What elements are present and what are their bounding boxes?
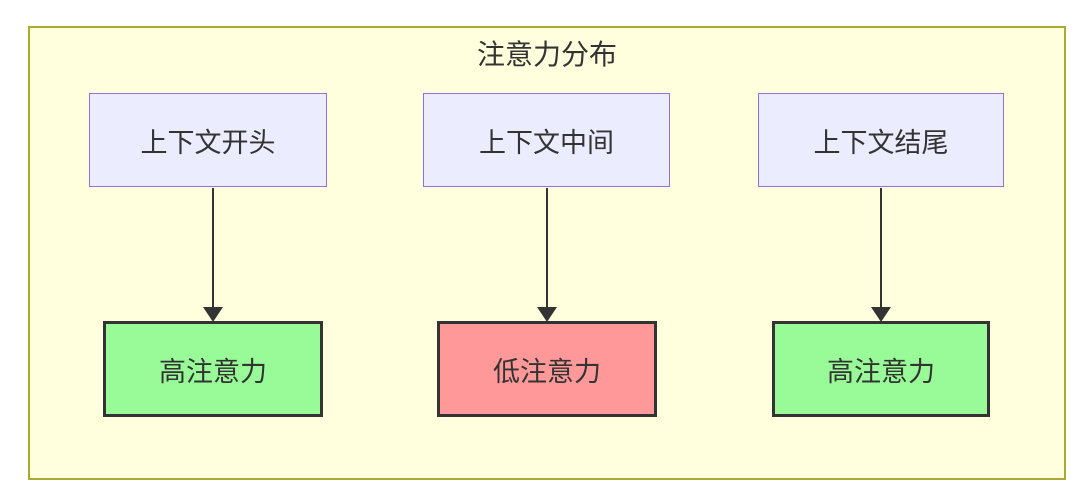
context-start-label: 上下文开头: [140, 127, 276, 158]
context-end-node: 上下文结尾: [758, 93, 1004, 187]
high-attention-node-right: 高注意力: [772, 321, 990, 417]
arrow-line: [546, 188, 548, 308]
context-start-node: 上下文开头: [89, 93, 327, 187]
low-attention-node: 低注意力: [437, 321, 657, 417]
context-middle-label: 上下文中间: [479, 127, 614, 158]
high-attention-node-left: 高注意力: [103, 321, 323, 417]
context-middle-node: 上下文中间: [423, 93, 670, 187]
arrow-line: [212, 188, 214, 308]
low-attention-label: 低注意力: [493, 356, 601, 387]
high-attention-label: 高注意力: [159, 356, 267, 387]
arrow-line: [880, 188, 882, 308]
diagram-title: 注意力分布: [476, 39, 617, 70]
arrow-head-icon: [871, 307, 891, 322]
arrow-head-icon: [203, 307, 223, 322]
arrow-head-icon: [537, 307, 557, 322]
high-attention-label: 高注意力: [827, 356, 935, 387]
context-end-label: 上下文结尾: [813, 127, 949, 158]
